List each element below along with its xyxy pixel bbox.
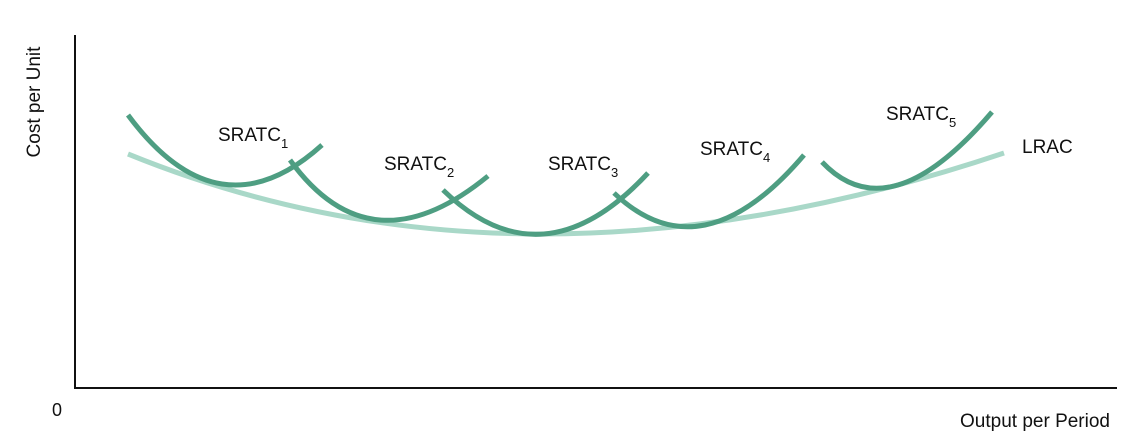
sratc4-curve	[612, 153, 806, 230]
sratc1-label: SRATC1	[218, 125, 288, 151]
origin-label: 0	[52, 400, 62, 420]
x-axis-title: Output per Period	[960, 411, 1110, 432]
sratc4-label: SRATC4	[700, 139, 770, 165]
lrac-label: LRAC	[1022, 137, 1073, 158]
sratc2-curve	[287, 158, 490, 223]
sratc5-curve	[820, 110, 994, 191]
curves-layer	[125, 110, 1005, 237]
sratc3-label: SRATC3	[548, 154, 618, 180]
sratc2-label: SRATC2	[384, 154, 454, 180]
sratc5-label: SRATC5	[886, 104, 956, 130]
y-axis-title: Cost per Unit	[24, 46, 45, 158]
sratc3-curve	[441, 171, 650, 237]
